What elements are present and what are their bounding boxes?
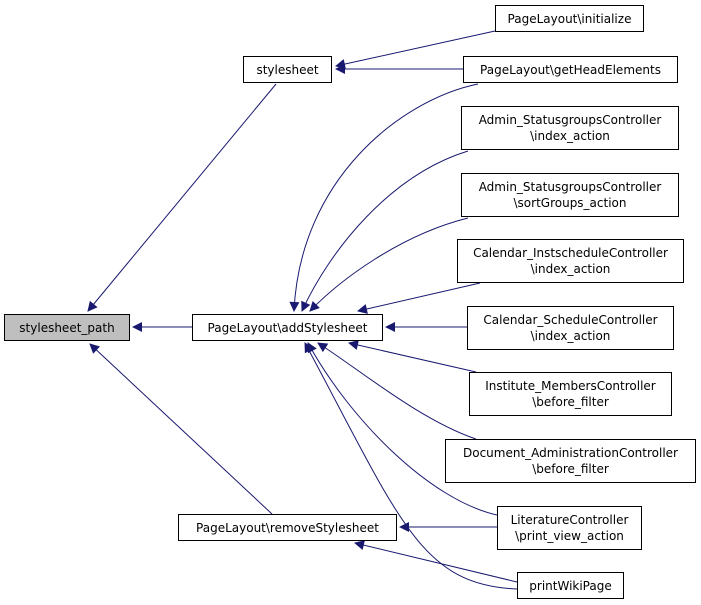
node-label: Calendar_ScheduleController [483,313,658,327]
node-admin-sortgroups-action[interactable]: Admin_StatusgroupsController \sortGroups… [461,173,679,217]
node-label: stylesheet_path [19,320,115,335]
node-literature-print-view-action[interactable]: LiteratureController \print_view_action [497,506,642,550]
node-remove-stylesheet[interactable]: PageLayout\removeStylesheet [178,514,397,541]
edge-adminIndex-to-addStylesheet [301,150,469,312]
edge-docAdmin-to-addStylesheet [317,342,477,440]
edge-printWiki-to-removeStylesheet [354,540,518,583]
node-label: stylesheet [256,62,319,77]
node-label: LiteratureController [510,513,629,527]
edge-adminSort-to-addStylesheet [309,217,469,312]
node-calendar-schedule-index[interactable]: Calendar_ScheduleController \index_actio… [467,306,674,350]
node-get-head-elements[interactable]: PageLayout\getHeadElements [463,56,678,83]
node-admin-index-action[interactable]: Admin_StatusgroupsController \index_acti… [461,106,679,150]
node-label: \print_view_action [515,529,624,543]
node-label: PageLayout\removeStylesheet [196,520,379,535]
node-label: \index_action [530,129,610,143]
node-document-administration-before-filter[interactable]: Document_AdministrationController \befor… [445,439,696,483]
node-institute-members-before-filter[interactable]: Institute_MembersController \before_filt… [469,372,672,416]
node-label: \before_filter [532,395,609,409]
node-label: PageLayout\getHeadElements [480,62,661,77]
node-label: PageLayout\addStylesheet [207,320,368,335]
node-stylesheet[interactable]: stylesheet [243,56,332,83]
node-label: Institute_MembersController [485,379,656,393]
node-label: printWikiPage [529,578,612,593]
node-label: Admin_StatusgroupsController [478,113,662,127]
node-label: Document_AdministrationController [462,446,678,460]
node-stylesheet-path[interactable]: stylesheet_path [4,314,130,341]
edge-getHeadElements-to-addStylesheet [289,83,479,312]
edge-initialize-to-stylesheet [335,30,496,69]
node-add-stylesheet[interactable]: PageLayout\addStylesheet [192,314,383,341]
edge-literature-to-addStylesheet [307,342,498,516]
edge-removeStylesheet-to-root [89,343,273,515]
node-label: PageLayout\initialize [507,11,632,26]
node-label: Calendar_InstscheduleController [473,246,668,260]
node-calendar-instschedule-index[interactable]: Calendar_InstscheduleController \index_a… [457,239,684,283]
edge-calInst-to-addStylesheet [357,282,481,314]
edge-printWiki-to-addStylesheet [304,342,518,590]
node-label: \index_action [530,262,611,276]
edge-instMembers-to-addStylesheet [348,340,477,373]
node-print-wiki-page[interactable]: printWikiPage [517,572,624,599]
node-label: Admin_StatusgroupsController [478,180,662,194]
node-label: \index_action [530,329,611,343]
node-label: \sortGroups_action [513,196,627,210]
node-initialize[interactable]: PageLayout\initialize [495,5,644,32]
edge-stylesheet-to-root [87,83,277,312]
node-label: \before_filter [532,462,609,476]
